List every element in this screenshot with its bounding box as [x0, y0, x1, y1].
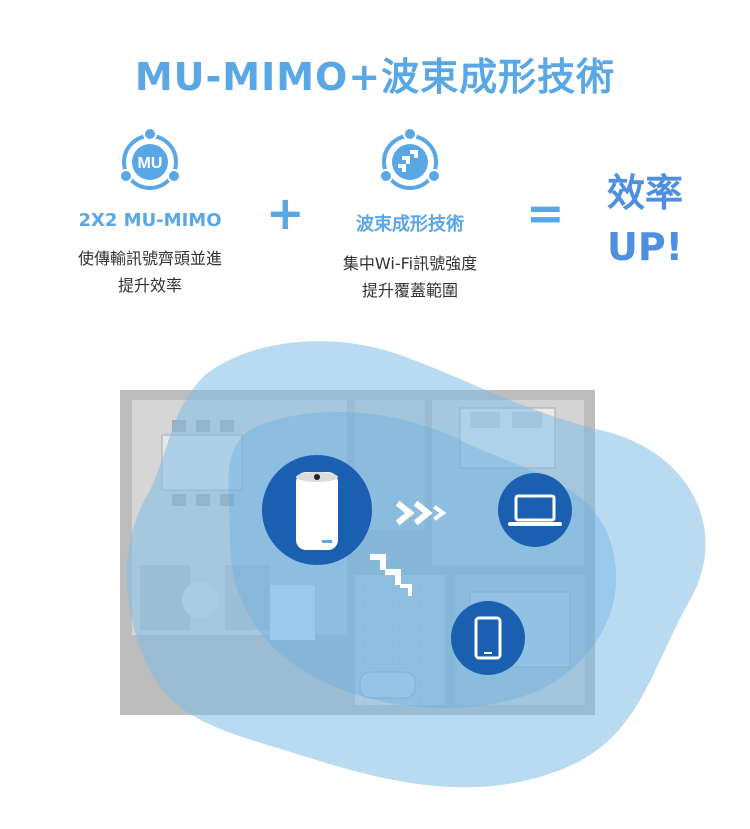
feature-description-line: 使傳輸訊號齊頭並進 [77, 249, 222, 268]
feature-beamforming: 波束成形技術 集中Wi-Fi訊號強度 提升覆蓋範圍 [300, 127, 520, 304]
beam-arrows-right [395, 500, 447, 526]
router-icon [296, 472, 338, 550]
beam-arrows-down [370, 554, 412, 596]
feature-label: 波束成形技術 [356, 214, 464, 235]
router-device [262, 455, 372, 565]
feature-mu-mimo: MU 2X2 MU-MIMO 使傳輸訊號齊頭並進 提升效率 [40, 127, 260, 299]
result-line: 效率 [606, 171, 683, 215]
feature-description-line: 集中Wi-Fi訊號強度 [342, 254, 478, 273]
feature-description-line: 提升覆蓋範圍 [361, 281, 458, 300]
phone-icon [474, 616, 502, 660]
feature-description-line: 提升效率 [117, 276, 182, 295]
mu-icon-text: MU [138, 155, 163, 172]
beamforming-icon [376, 127, 444, 196]
result-line: UP! [606, 225, 684, 269]
result-text: 效率 UP! [585, 166, 705, 274]
feature-description: 集中Wi-Fi訊號強度 提升覆蓋範圍 [300, 250, 520, 304]
phone-device [451, 601, 525, 675]
feature-description: 使傳輸訊號齊頭並進 提升效率 [40, 245, 260, 299]
wifi-coverage-area [126, 341, 706, 788]
equals-operator: = [526, 186, 565, 240]
laptop-icon [508, 494, 562, 526]
feature-label: 2X2 MU-MIMO [78, 210, 222, 231]
mu-mimo-icon: MU [116, 127, 184, 196]
floor-plan-scene [0, 300, 750, 825]
plus-operator: + [266, 186, 305, 240]
laptop-device [498, 473, 572, 547]
page-title: MU-MIMO+波束成形技術 [134, 55, 616, 99]
